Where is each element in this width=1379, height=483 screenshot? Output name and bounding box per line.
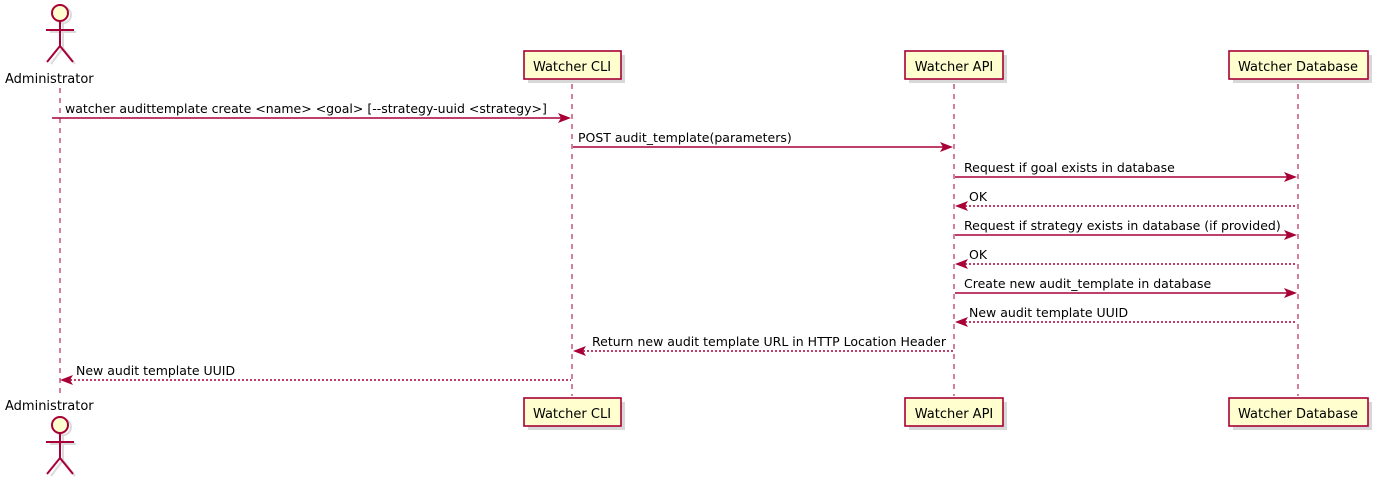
message-label-7: Create new audit_template in database — [964, 276, 1211, 291]
message-4: OK — [955, 189, 1297, 211]
participant-watcher-cli-bottom[interactable]: Watcher CLI — [523, 397, 625, 430]
participant-label-watcher-database-bottom: Watcher Database — [1238, 407, 1358, 422]
participant-box-rect — [523, 397, 622, 427]
participant-watcher-api-bottom[interactable]: Watcher API — [904, 397, 1007, 430]
participant-watcher-database-top[interactable]: Watcher Database — [1228, 50, 1372, 83]
message-arrowhead-6 — [955, 259, 968, 269]
participant-box-rect — [904, 50, 1004, 80]
message-arrowhead-3 — [1284, 172, 1297, 182]
message-label-8: New audit template UUID — [969, 305, 1128, 320]
participant-label-watcher-cli-bottom: Watcher CLI — [533, 407, 611, 422]
message-arrowhead-10 — [60, 375, 73, 385]
message-label-2: POST audit_template(parameters) — [578, 130, 792, 145]
participant-box-rect — [1228, 50, 1369, 80]
actor-label-administrator-bottom: Administrator — [5, 399, 94, 414]
actor-leg-left-icon — [46, 457, 61, 475]
actor-label-administrator-top: Administrator — [5, 72, 94, 87]
participant-box-rect — [1228, 397, 1369, 427]
message-2: POST audit_template(parameters) — [573, 130, 953, 152]
message-6: OK — [955, 247, 1297, 269]
actor-leg-left-icon — [46, 45, 61, 63]
message-5: Request if strategy exists in database (… — [955, 218, 1297, 240]
actor-leg-right-icon — [59, 457, 74, 475]
message-8: New audit template UUID — [955, 305, 1297, 327]
message-label-10: New audit template UUID — [76, 363, 235, 378]
message-10: New audit template UUID — [60, 363, 571, 385]
message-arrowhead-9 — [573, 346, 586, 356]
actor-leg-right-icon — [59, 45, 74, 63]
participant-watcher-api-top[interactable]: Watcher API — [904, 50, 1007, 83]
actor-head-icon — [51, 4, 69, 22]
lifelines-group — [59, 84, 1299, 396]
participant-watcher-cli-top[interactable]: Watcher CLI — [523, 50, 625, 83]
message-arrowhead-4 — [955, 201, 968, 211]
participant-watcher-database-bottom[interactable]: Watcher Database — [1228, 397, 1372, 430]
message-label-3: Request if goal exists in database — [964, 160, 1175, 175]
message-9: Return new audit template URL in HTTP Lo… — [573, 334, 953, 356]
message-label-5: Request if strategy exists in database (… — [964, 218, 1281, 233]
message-arrowhead-8 — [955, 317, 968, 327]
actor-administrator-bottom[interactable]: Administrator — [5, 399, 94, 477]
message-arrowhead-1 — [558, 113, 571, 123]
message-3: Request if goal exists in database — [955, 160, 1297, 182]
message-7: Create new audit_template in database — [955, 276, 1297, 298]
message-arrowhead-5 — [1284, 230, 1297, 240]
participant-box-rect — [523, 50, 622, 80]
participant-label-watcher-api-top: Watcher API — [915, 60, 994, 75]
actor-head-icon — [51, 416, 69, 434]
participant-label-watcher-database-top: Watcher Database — [1238, 60, 1358, 75]
participant-box-rect — [904, 397, 1004, 427]
message-label-4: OK — [969, 189, 988, 204]
actor-administrator-top[interactable]: Administrator — [5, 4, 94, 87]
message-label-9: Return new audit template URL in HTTP Lo… — [592, 334, 947, 349]
message-1: watcher audittemplate create <name> <goa… — [52, 101, 571, 123]
message-label-1: watcher audittemplate create <name> <goa… — [65, 101, 547, 116]
participant-label-watcher-cli-top: Watcher CLI — [533, 60, 611, 75]
message-label-6: OK — [969, 247, 988, 262]
participant-label-watcher-api-bottom: Watcher API — [915, 407, 994, 422]
message-arrowhead-2 — [940, 142, 953, 152]
message-arrowhead-7 — [1284, 288, 1297, 298]
